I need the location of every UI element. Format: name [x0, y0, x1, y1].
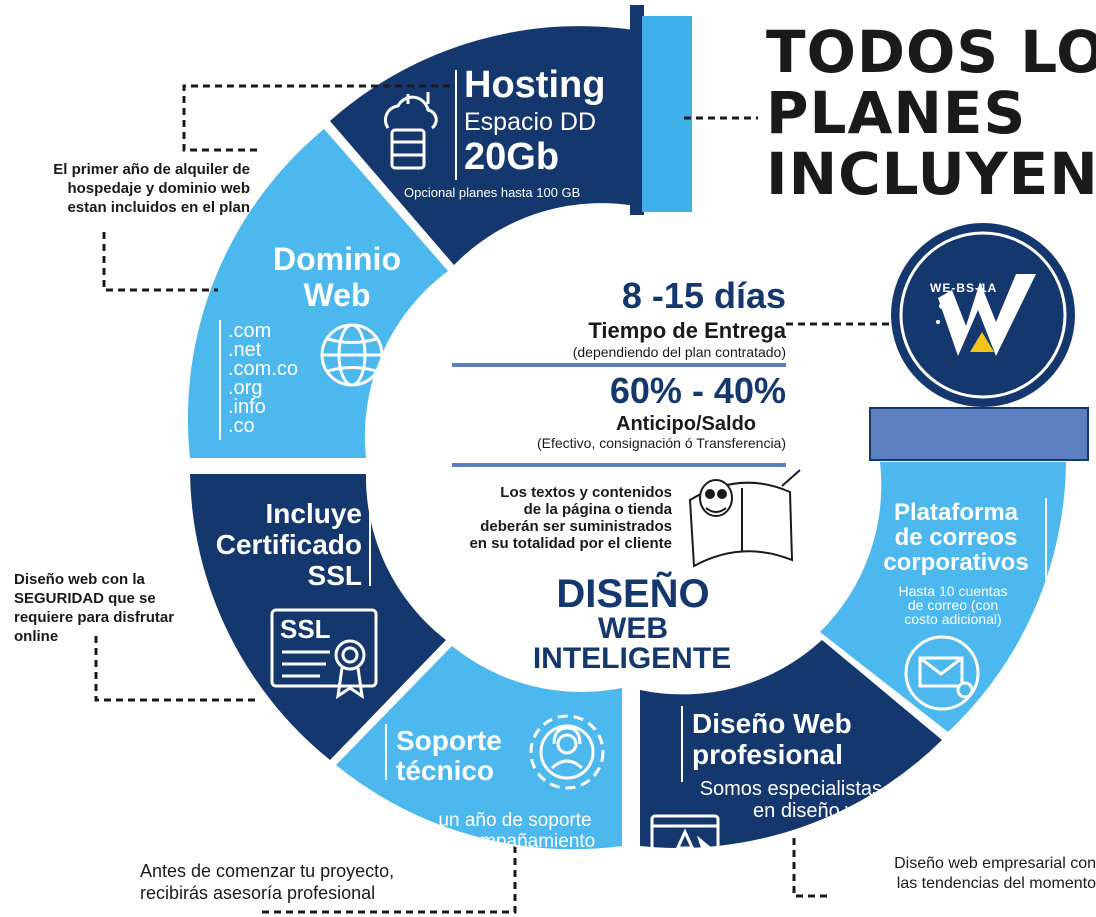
brand-line-3: INTELIGENTE: [532, 642, 732, 675]
ssl-title: Incluye Certificado SSL: [215, 498, 362, 591]
delivery-label: Tiempo de Entrega: [588, 318, 786, 343]
support-gear-icon: [529, 714, 605, 790]
payment-percent: 60% - 40%: [609, 370, 786, 411]
brand-line-2: WEB: [598, 612, 668, 645]
hosting-space: Espacio DD: [464, 108, 596, 136]
title-line-1: TODOS LOS: [766, 18, 1096, 86]
segment-soporte: [336, 646, 622, 850]
soporte-title: Soporte técnico: [396, 725, 502, 786]
logo-circle: [891, 223, 1075, 407]
globe-icon: [320, 323, 384, 387]
dashed-connectors: [94, 84, 900, 914]
server-cloud-icon: [383, 92, 438, 170]
segment-ssl: [190, 474, 446, 760]
diseno-note: Somos especialistas en diseño web: [699, 778, 882, 822]
correos-block-dark: [869, 407, 1089, 461]
title-line-2: PLANES: [766, 79, 1027, 147]
soporte-note: un año de soporte y acompañamiento: [434, 810, 596, 852]
payment-label: Anticipo/Saldo: [616, 413, 756, 435]
hosting-note: Opcional planes hasta 100 GB: [404, 185, 581, 200]
note-hosting: El primer año de alquiler de hospedaje y…: [53, 161, 250, 216]
segment-dominio: [187, 129, 449, 458]
diseno-title: Diseño Web profesional: [692, 708, 852, 770]
note-diseno: Diseño web empresarial con las tendencia…: [894, 855, 1096, 892]
content-note: Los textos y contenidos de la página o t…: [469, 484, 672, 552]
delivery-days: 8 -15 días: [621, 275, 786, 316]
hosting-bar-navy: [630, 5, 644, 215]
hosting-bar-light: [642, 16, 692, 212]
segment-diseno: [640, 640, 942, 848]
domain-extensions: .com .net .com.co .org .info .co: [228, 320, 299, 437]
segment-correos: [820, 462, 1066, 732]
email-icon: [904, 635, 980, 711]
dominio-title: Dominio Web: [273, 241, 401, 313]
correos-note: Hasta 10 cuentas de correo (con costo ad…: [898, 583, 1008, 627]
note-ssl: Diseño web con la SEGURIDAD que se requi…: [14, 571, 175, 645]
brand-line-1: DISEÑO: [556, 572, 710, 616]
hosting-title: Hosting: [464, 64, 606, 106]
delivery-note: (dependiendo del plan contratado): [572, 344, 786, 360]
hosting-size: 20Gb: [464, 136, 560, 178]
ssl-certificate-icon: [270, 608, 378, 700]
book-mascot-icon: [688, 469, 801, 568]
correos-title: Plataforma de correos corporativos: [883, 499, 1029, 576]
main-title: TODOS LOS PLANES INCLUYEN: [766, 22, 1096, 205]
title-line-3: INCLUYEN: [766, 140, 1096, 208]
logo-text: WE-BS-1A: [930, 281, 998, 295]
payment-note: (Efectivo, consignación ó Transferencia): [536, 435, 786, 451]
design-monitor-icon: [650, 814, 720, 880]
note-soporte: Antes de comenzar tu proyecto, recibirás…: [140, 861, 395, 903]
ssl-badge-text: SSL: [280, 614, 331, 644]
